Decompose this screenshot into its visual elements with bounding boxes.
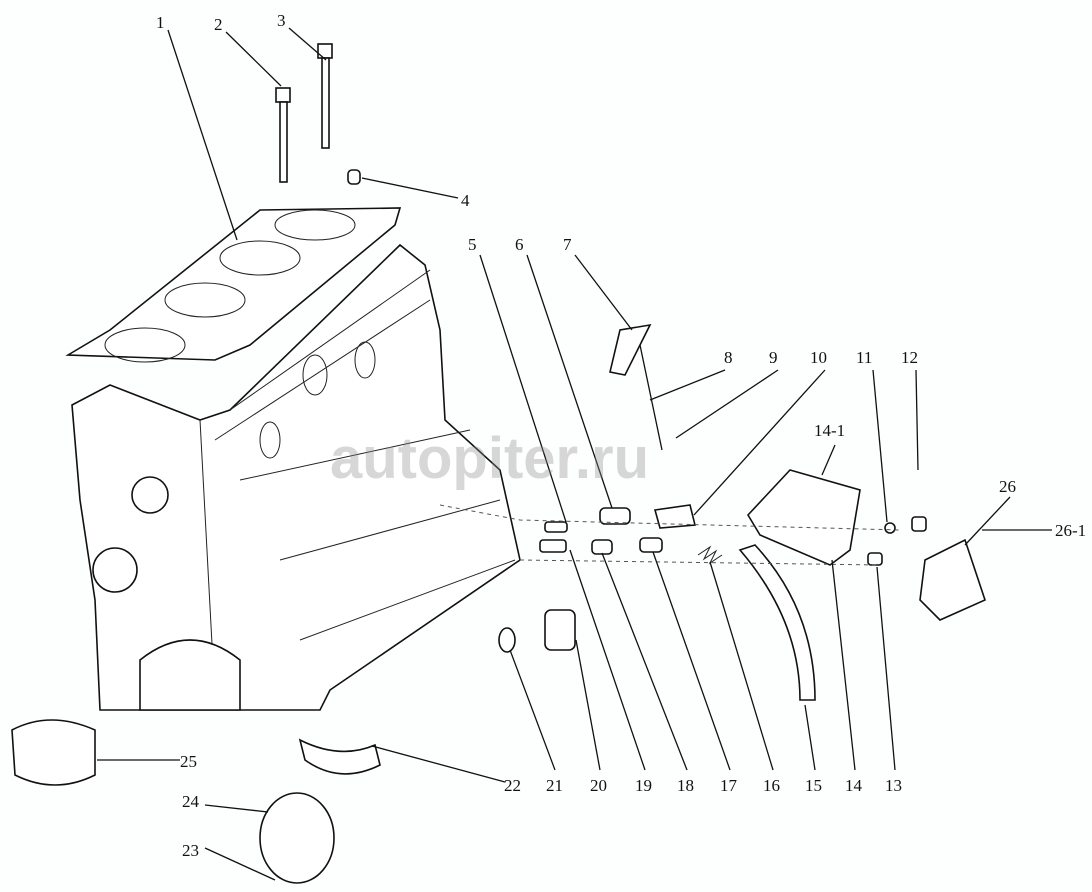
- bolts: [275, 43, 361, 185]
- leader-lines: [97, 27, 1052, 881]
- callout-label: 18: [677, 776, 694, 795]
- callout-label: 14-1: [814, 421, 845, 440]
- callout-label: 20: [590, 776, 607, 795]
- callout-label: 24: [182, 792, 200, 811]
- callout-label: 13: [885, 776, 902, 795]
- callout-label: 17: [720, 776, 738, 795]
- callout-label: 2: [214, 15, 223, 34]
- callout-label: 8: [724, 348, 733, 367]
- callout-label: 6: [515, 235, 524, 254]
- cylinder-block: [71, 243, 521, 711]
- callout-label: 3: [277, 11, 286, 30]
- callout-labels: 1 2 3 4 5 6 7 8 9 10 11 12 14-1 26 26-1 …: [156, 11, 1086, 860]
- callout-label: 5: [468, 235, 477, 254]
- callout-label: 11: [856, 348, 872, 367]
- callout-label: 9: [769, 348, 778, 367]
- callout-label: 23: [182, 841, 199, 860]
- watermark: autopiter.ru: [330, 426, 649, 491]
- callout-label: 26: [999, 477, 1016, 496]
- callout-label: 10: [810, 348, 827, 367]
- callout-label: 12: [901, 348, 918, 367]
- head-gasket: [65, 207, 402, 363]
- callout-label: 22: [504, 776, 521, 795]
- callout-label: 14: [845, 776, 863, 795]
- callout-label: 7: [563, 235, 572, 254]
- callout-label: 21: [546, 776, 563, 795]
- callout-label: 26-1: [1055, 521, 1086, 540]
- callout-label: 16: [763, 776, 780, 795]
- callout-label: 4: [461, 191, 470, 210]
- callout-label: 15: [805, 776, 822, 795]
- callout-label: 19: [635, 776, 652, 795]
- callout-label: 25: [180, 752, 197, 771]
- callout-label: 1: [156, 13, 165, 32]
- small-parts: [11, 323, 986, 884]
